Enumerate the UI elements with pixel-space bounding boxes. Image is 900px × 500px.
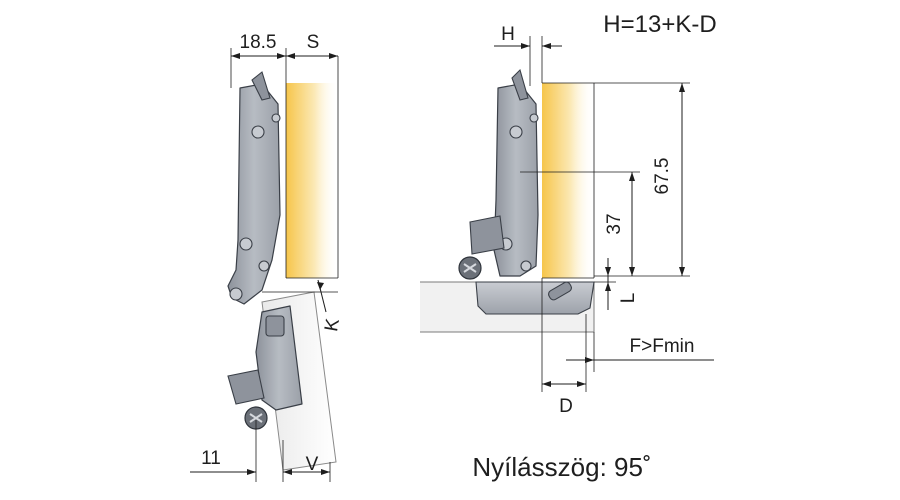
left-hinge-arm bbox=[227, 83, 281, 305]
dim-d-label: D bbox=[559, 396, 573, 417]
dim-37-arrow-b bbox=[629, 267, 635, 276]
dim-67-5-arrow-b bbox=[679, 267, 685, 276]
opening-angle-label: Nyílásszög: 95˚ bbox=[472, 452, 651, 482]
left-mounting-plate bbox=[227, 369, 265, 405]
dim-v-arrow-l bbox=[283, 469, 292, 475]
dim-67-5-arrow-t bbox=[679, 83, 685, 92]
dim-l-arrow-t bbox=[605, 267, 611, 276]
right-screw-hole-small bbox=[529, 113, 539, 123]
right-cam-cross bbox=[463, 263, 477, 273]
dim-f-arrow bbox=[585, 357, 594, 363]
dim-18-5-label: 18.5 bbox=[240, 32, 277, 53]
dim-18-5-arrow-r bbox=[277, 53, 286, 59]
left-hinge-clip bbox=[251, 71, 271, 101]
dim-s-arrow-r bbox=[329, 53, 338, 59]
right-screw-hole-top bbox=[509, 125, 523, 139]
left-screw-hole-top bbox=[251, 125, 265, 139]
dim-k-arrow bbox=[317, 282, 324, 290]
left-screw-hole-small bbox=[271, 113, 281, 123]
left-screw-hole-mid bbox=[239, 237, 253, 251]
dim-37-arrow-t bbox=[629, 172, 635, 181]
formula-label: H=13+K-D bbox=[603, 11, 716, 38]
dim-37-label: 37 bbox=[604, 213, 625, 234]
dim-v-arrow-r bbox=[321, 469, 330, 475]
left-side-panel bbox=[286, 83, 338, 278]
dim-l-label: L bbox=[618, 293, 639, 304]
left-cup-slot bbox=[265, 315, 285, 337]
dim-67-5-label: 67.5 bbox=[652, 158, 673, 195]
dim-h-arrow-l bbox=[521, 43, 530, 49]
left-view: 18.5 S K 11 V bbox=[190, 32, 344, 482]
left-screw-hole-low bbox=[258, 260, 270, 272]
right-side-panel bbox=[542, 83, 594, 278]
right-hinge-clip bbox=[511, 68, 529, 101]
dim-k-label: K bbox=[321, 317, 344, 333]
dim-f-label: F>Fmin bbox=[630, 336, 695, 357]
left-cam-cross bbox=[249, 413, 263, 423]
right-hinge-cup bbox=[475, 281, 595, 315]
right-mounting-plate bbox=[469, 215, 505, 255]
dim-11-label: 11 bbox=[201, 448, 221, 469]
dim-h-label: H bbox=[501, 24, 515, 45]
dim-s-label: S bbox=[307, 32, 320, 53]
dim-l-arrow-b bbox=[605, 282, 611, 291]
dim-18-5-arrow-l bbox=[231, 53, 240, 59]
dim-s-arrow-l bbox=[286, 53, 295, 59]
dim-11-arrow bbox=[247, 469, 256, 475]
dim-d-arrow-r bbox=[577, 381, 586, 387]
right-view: H=13+K-D H 67.5 37 L F>Fmin bbox=[420, 11, 717, 482]
dim-d-arrow-l bbox=[542, 381, 551, 387]
right-screw-hole-low bbox=[520, 260, 532, 272]
dim-v-label: V bbox=[306, 454, 319, 475]
left-pivot bbox=[229, 287, 243, 301]
dim-h-arrow-r bbox=[542, 43, 551, 49]
right-cup-slot bbox=[548, 281, 572, 301]
